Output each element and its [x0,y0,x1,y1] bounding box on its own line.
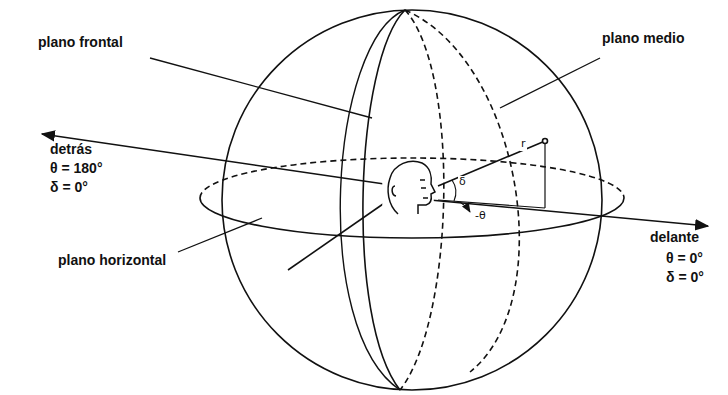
angle-symbol: -θ [474,210,487,223]
head-figure [383,160,435,218]
radius-vector [438,141,545,186]
back-axis [42,134,398,186]
direction-label: delante [650,229,699,245]
leader-line [500,58,600,108]
projection-line [544,141,545,208]
plane-label: plano horizontal [58,252,166,268]
angle-value: θ = 180° [50,160,102,176]
plane-label: plano frontal [38,34,123,50]
angle-value: θ = 0° [666,250,703,266]
leader-line [150,58,372,118]
sphere-outline [222,10,602,390]
direction-label: detrás [50,141,92,157]
angle-value: δ = 0° [666,269,704,285]
leader-line [178,218,262,252]
source-point [543,139,548,144]
lateral-axis [288,195,396,270]
radius-symbol: r [520,138,527,151]
angle-value: δ = 0° [50,179,88,195]
azimuth-arc [460,202,470,212]
projection-base [438,200,545,208]
elevation-arc [452,180,456,201]
plane-label: plano medio [602,30,684,46]
angle-symbol: δ [458,176,467,189]
front-axis [430,200,708,226]
